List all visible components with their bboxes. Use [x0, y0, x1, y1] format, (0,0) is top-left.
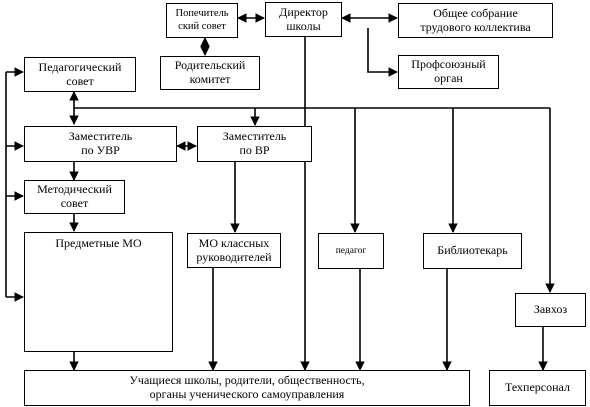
union-box: Профсоюзный орган [398, 55, 499, 89]
deputy-vr-box: Заместитель по ВР [197, 126, 312, 162]
director-union-link [367, 28, 398, 77]
trustees-council-box: Попечитель ский совет [166, 3, 238, 38]
director-label: Директор школы [279, 4, 328, 33]
tech-staff-box: Техперсонал [489, 370, 586, 406]
parents-committee-label: Родительский комитет [174, 58, 246, 86]
teacher-box: педагог [318, 233, 384, 269]
librarian-box: Библиотекарь [423, 233, 522, 269]
director-box: Директор школы [265, 2, 342, 37]
teacher-label: педагог [335, 245, 367, 256]
librarian-label: Библиотекарь [437, 243, 508, 258]
supply-manager-box: Завхоз [515, 293, 586, 327]
general-meeting-box: Общее собрание трудового коллектива [398, 3, 553, 38]
tech-staff-label: Техперсонал [505, 380, 570, 395]
method-council-box: Методический совет [24, 180, 125, 214]
class-mo-label: МО классных руководителей [196, 235, 272, 264]
deputy-uvr-box: Заместитель по УВР [24, 126, 177, 162]
ped-council-box: Педагогический совет [24, 57, 136, 92]
parents-committee-box: Родительский комитет [160, 56, 260, 90]
ped-council-label: Педагогический совет [38, 59, 122, 88]
method-council-label: Методический совет [37, 182, 112, 210]
deputy-vr-label: Заместитель по ВР [222, 129, 287, 157]
union-label: Профсоюзный орган [411, 57, 486, 85]
class-mo-box: МО классных руководителей [187, 233, 281, 268]
supply-manager-label: Завхоз [533, 302, 568, 317]
students-label: Учащиеся школы, родители, общественность… [129, 373, 365, 401]
subject-mo-box: Предметные МО [24, 232, 173, 352]
subject-mo-label: Предметные МО [55, 236, 142, 250]
general-meeting-label: Общее собрание трудового коллектива [420, 5, 531, 34]
trustees-council-label: Попечитель ский совет [175, 8, 229, 32]
deputy-uvr-label: Заместитель по УВР [68, 129, 133, 157]
students-box: Учащиеся школы, родители, общественность… [24, 370, 470, 406]
